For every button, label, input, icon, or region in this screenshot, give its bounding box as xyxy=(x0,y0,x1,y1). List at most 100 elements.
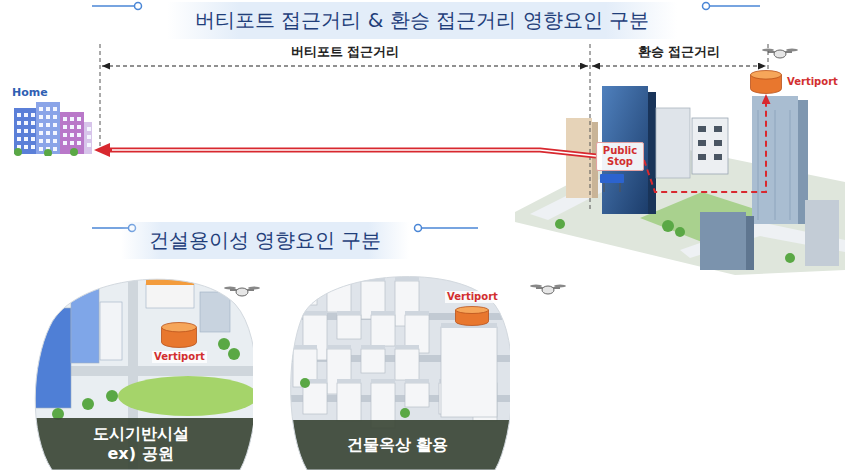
circle-shape xyxy=(400,408,410,418)
rect-shape xyxy=(39,115,43,119)
rect-shape xyxy=(24,113,28,117)
rect-shape xyxy=(17,137,21,141)
node-text: Public Stop xyxy=(599,145,641,168)
rect-shape xyxy=(371,315,395,346)
rect-shape xyxy=(87,135,91,139)
circle-shape xyxy=(218,338,230,350)
rect-shape xyxy=(327,277,351,281)
vertiport-marker: Vertiport xyxy=(750,70,840,94)
rect-shape xyxy=(24,129,28,133)
circle-shape xyxy=(70,148,78,156)
rect-shape xyxy=(77,117,81,121)
line-shape xyxy=(768,44,769,70)
rect-shape xyxy=(70,141,74,145)
rect-shape xyxy=(31,137,35,141)
line-shape xyxy=(710,5,760,7)
ellipse-shape xyxy=(530,285,542,288)
line-shape xyxy=(92,5,134,7)
rect-shape xyxy=(752,96,798,224)
circle-shape xyxy=(785,253,795,263)
drone-icon xyxy=(224,287,260,297)
line-shape xyxy=(100,44,101,150)
rect-shape xyxy=(746,216,754,270)
rect-shape xyxy=(24,121,28,125)
rect-shape xyxy=(337,379,361,383)
rect-shape xyxy=(70,125,74,129)
drone-icon xyxy=(762,49,798,59)
rect-shape xyxy=(46,131,50,135)
rect-shape xyxy=(714,154,722,160)
rect-shape xyxy=(46,115,50,119)
rect-shape xyxy=(700,212,746,270)
ellipse-shape xyxy=(118,376,253,416)
path-shape xyxy=(291,277,510,470)
ellipse-shape xyxy=(774,50,786,58)
rect-shape xyxy=(714,126,722,132)
rect-shape xyxy=(60,112,84,154)
ellipse-shape xyxy=(554,285,566,288)
rect-shape xyxy=(293,277,317,281)
rect-shape xyxy=(395,277,419,281)
rect-shape xyxy=(53,107,57,111)
rect-shape xyxy=(285,265,510,470)
node-text: 버티포트 접근거리 & 환승 접근거리 영향요인 구분 xyxy=(195,7,649,34)
drone-icon xyxy=(530,285,566,295)
public-stop-sign: Public Stop xyxy=(596,142,644,171)
city-illustration xyxy=(515,86,845,275)
rect-shape xyxy=(441,327,497,417)
rect-shape xyxy=(371,379,395,383)
connector-group xyxy=(110,150,596,156)
section-banner: 버티포트 접근거리 & 환승 접근거리 영향요인 구분 xyxy=(167,2,677,39)
rect-shape xyxy=(28,418,253,470)
dimension-lines xyxy=(100,44,768,212)
rect-shape xyxy=(39,147,43,151)
rect-shape xyxy=(24,137,28,141)
ellipse-shape xyxy=(542,286,554,294)
rect-shape xyxy=(87,127,91,131)
rect-shape xyxy=(805,200,839,266)
circle-shape xyxy=(555,219,565,229)
route-line xyxy=(110,150,596,156)
rect-shape xyxy=(371,311,395,315)
node-text: 건물옥상 활용 xyxy=(347,435,449,455)
rect-shape xyxy=(77,141,81,145)
line-shape xyxy=(604,183,605,192)
line-shape xyxy=(758,110,759,220)
illustration-panel: 도시기반시설 ex) 공원 Vertiport xyxy=(28,268,253,470)
node-text: Vertiport xyxy=(152,351,207,363)
rect-shape xyxy=(405,311,429,315)
rect-shape xyxy=(405,383,429,407)
rect-shape xyxy=(39,131,43,135)
rect-shape xyxy=(53,131,57,135)
path-shape xyxy=(35,279,253,470)
section-banner: 건설용이성 영향요인 구분 xyxy=(121,222,410,259)
line-shape xyxy=(775,110,776,220)
circle-shape xyxy=(228,348,240,360)
rect-shape xyxy=(17,121,21,125)
rect-shape xyxy=(698,154,706,160)
rect-shape xyxy=(405,379,429,383)
illustration-panel: 건물옥상 활용 Vertiport xyxy=(285,265,510,470)
ellipse-shape xyxy=(224,287,236,290)
rect-shape xyxy=(337,311,361,315)
route-line-core xyxy=(112,150,596,156)
rect-shape xyxy=(698,140,706,146)
rect-shape xyxy=(31,145,35,149)
line-shape xyxy=(102,65,588,66)
circle-shape xyxy=(300,378,310,388)
rect-shape xyxy=(70,117,74,121)
rect-shape xyxy=(692,118,728,174)
caption-band: 도시기반시설 ex) 공원 xyxy=(28,418,253,470)
vertiport-marker: Vertiport xyxy=(152,322,207,363)
rect-shape xyxy=(31,113,35,117)
line-shape xyxy=(620,183,621,192)
rect-shape xyxy=(63,117,67,121)
rect-shape xyxy=(31,121,35,125)
dimension-label: 버티포트 접근거리 xyxy=(288,44,403,61)
rect-shape xyxy=(293,281,317,305)
rect-shape xyxy=(39,123,43,127)
circle-shape xyxy=(675,227,685,237)
node-text: Vertiport xyxy=(445,291,500,303)
node-text: 건설용이성 영향요인 구분 xyxy=(149,227,382,254)
node-text: Vertiport xyxy=(785,76,840,88)
